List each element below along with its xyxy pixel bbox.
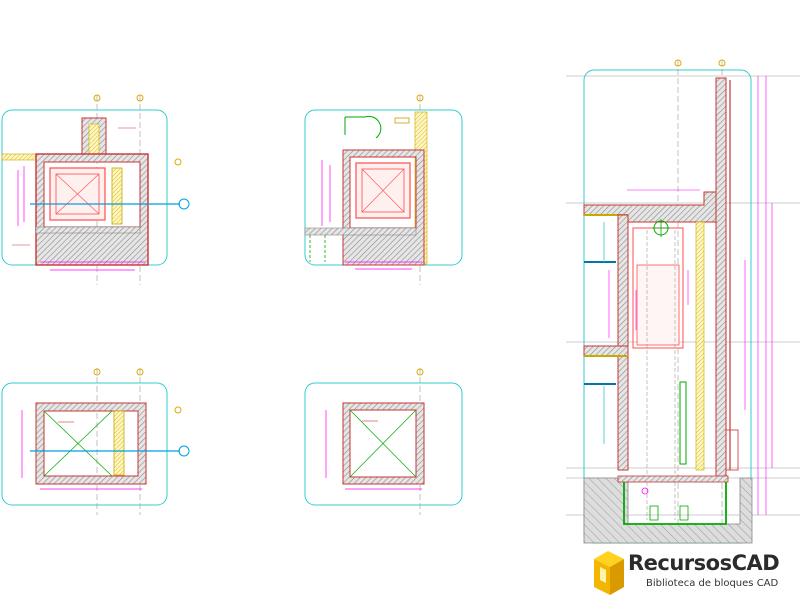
guide-rail [695, 221, 705, 471]
lower-wall [35, 226, 141, 234]
pit-diagonal [349, 409, 417, 478]
grid-bubble [416, 368, 424, 376]
plan-view-2 [304, 94, 463, 285]
viewport-frame [304, 382, 463, 506]
slab [1, 153, 37, 161]
plan-view-4 [304, 368, 463, 515]
column-core [88, 123, 100, 155]
shaft-wall-right [715, 77, 727, 479]
recursoscad-logo: RecursosCAD Biblioteca de bloques CAD [590, 545, 800, 600]
grid-bubble [674, 59, 682, 67]
car-diagonal [361, 168, 405, 213]
grid-bubble [93, 94, 101, 102]
viewport-frame [1, 382, 168, 506]
grid-bubble [93, 368, 101, 376]
buffer [649, 505, 659, 521]
grid-bubble [174, 158, 182, 166]
pit-slab [617, 475, 729, 483]
pit-diagonal [43, 410, 113, 477]
plan-view-3 [1, 368, 190, 515]
lower-wall [304, 227, 417, 236]
grid-bubble [136, 368, 144, 376]
grid-bubble [416, 94, 424, 102]
pit-wall [583, 477, 753, 544]
shaft-wall [35, 402, 147, 485]
logo-cube-icon [594, 551, 624, 595]
door-swing [345, 115, 382, 139]
wall-outline [35, 153, 149, 266]
buffer [679, 505, 689, 521]
section-marker [178, 445, 190, 457]
counterweight [679, 381, 687, 465]
counterweight [111, 167, 123, 225]
counterweight [113, 410, 125, 476]
logo-tagline: Biblioteca de bloques CAD [646, 578, 779, 589]
car-inner [55, 173, 100, 215]
car-diagonal [55, 173, 100, 215]
shaft-wall-right-lower [725, 429, 739, 471]
grid-bubble [718, 59, 726, 67]
section-view [566, 59, 800, 545]
top-slab [583, 191, 717, 223]
section-marker [178, 198, 190, 210]
pit-marker [641, 487, 649, 495]
plan-view-1 [1, 94, 190, 285]
car-inner [361, 168, 405, 213]
grid-bubble [136, 94, 144, 102]
mid-slab [583, 345, 629, 357]
tag [394, 117, 410, 124]
shaft-wall-left [617, 214, 629, 471]
pit-wall-green [623, 482, 727, 525]
car-cabin [636, 264, 680, 346]
grid-bubble [174, 406, 182, 414]
logo-brand-text: RecursosCAD [628, 551, 780, 575]
